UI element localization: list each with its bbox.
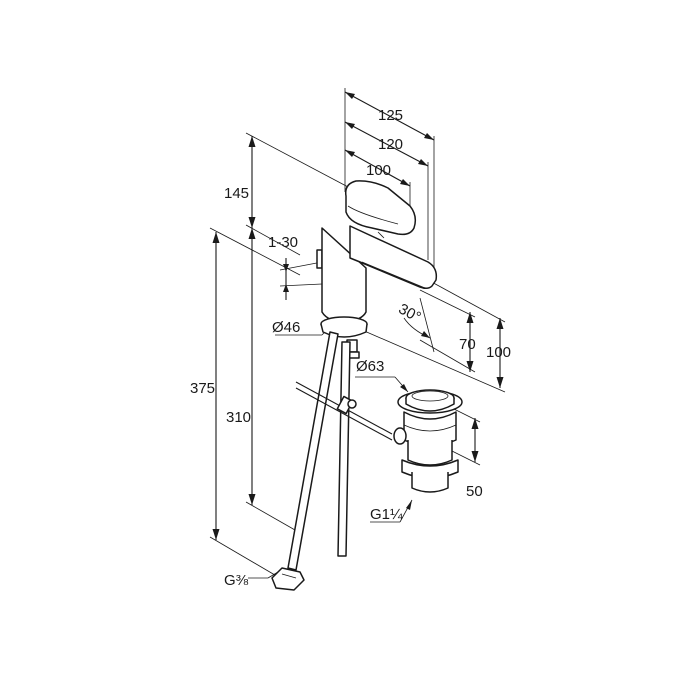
dim-spout-height-70: 70 (459, 336, 476, 353)
dim-width-overall: 125 (378, 107, 403, 124)
dim-height-310: 310 (226, 409, 251, 426)
dimension-lines-right (248, 279, 506, 579)
dim-width-lever: 100 (366, 162, 391, 179)
dim-waste-diameter: Ø63 (356, 358, 384, 375)
dim-height-total: 375 (190, 380, 215, 397)
dim-body-diameter: Ø46 (272, 319, 300, 336)
waste-fitting (393, 389, 463, 493)
dim-hose-thread: G⅜ (224, 572, 249, 589)
dim-waste-thread: G1¼ (370, 506, 403, 523)
dim-waste-height: 50 (466, 483, 483, 500)
dimension-lines-top (344, 88, 435, 272)
dimension-lines-left (209, 132, 351, 579)
pop-up-rod (295, 381, 393, 441)
dim-width-spout: 120 (378, 136, 403, 153)
supply-hose (271, 331, 351, 591)
faucet-body (316, 180, 438, 359)
dim-lever-travel: 1-30 (268, 234, 298, 251)
dim-swivel-angle: 30° (396, 300, 424, 326)
dim-height-top: 145 (224, 185, 249, 202)
dim-spout-height-100: 100 (486, 344, 511, 361)
